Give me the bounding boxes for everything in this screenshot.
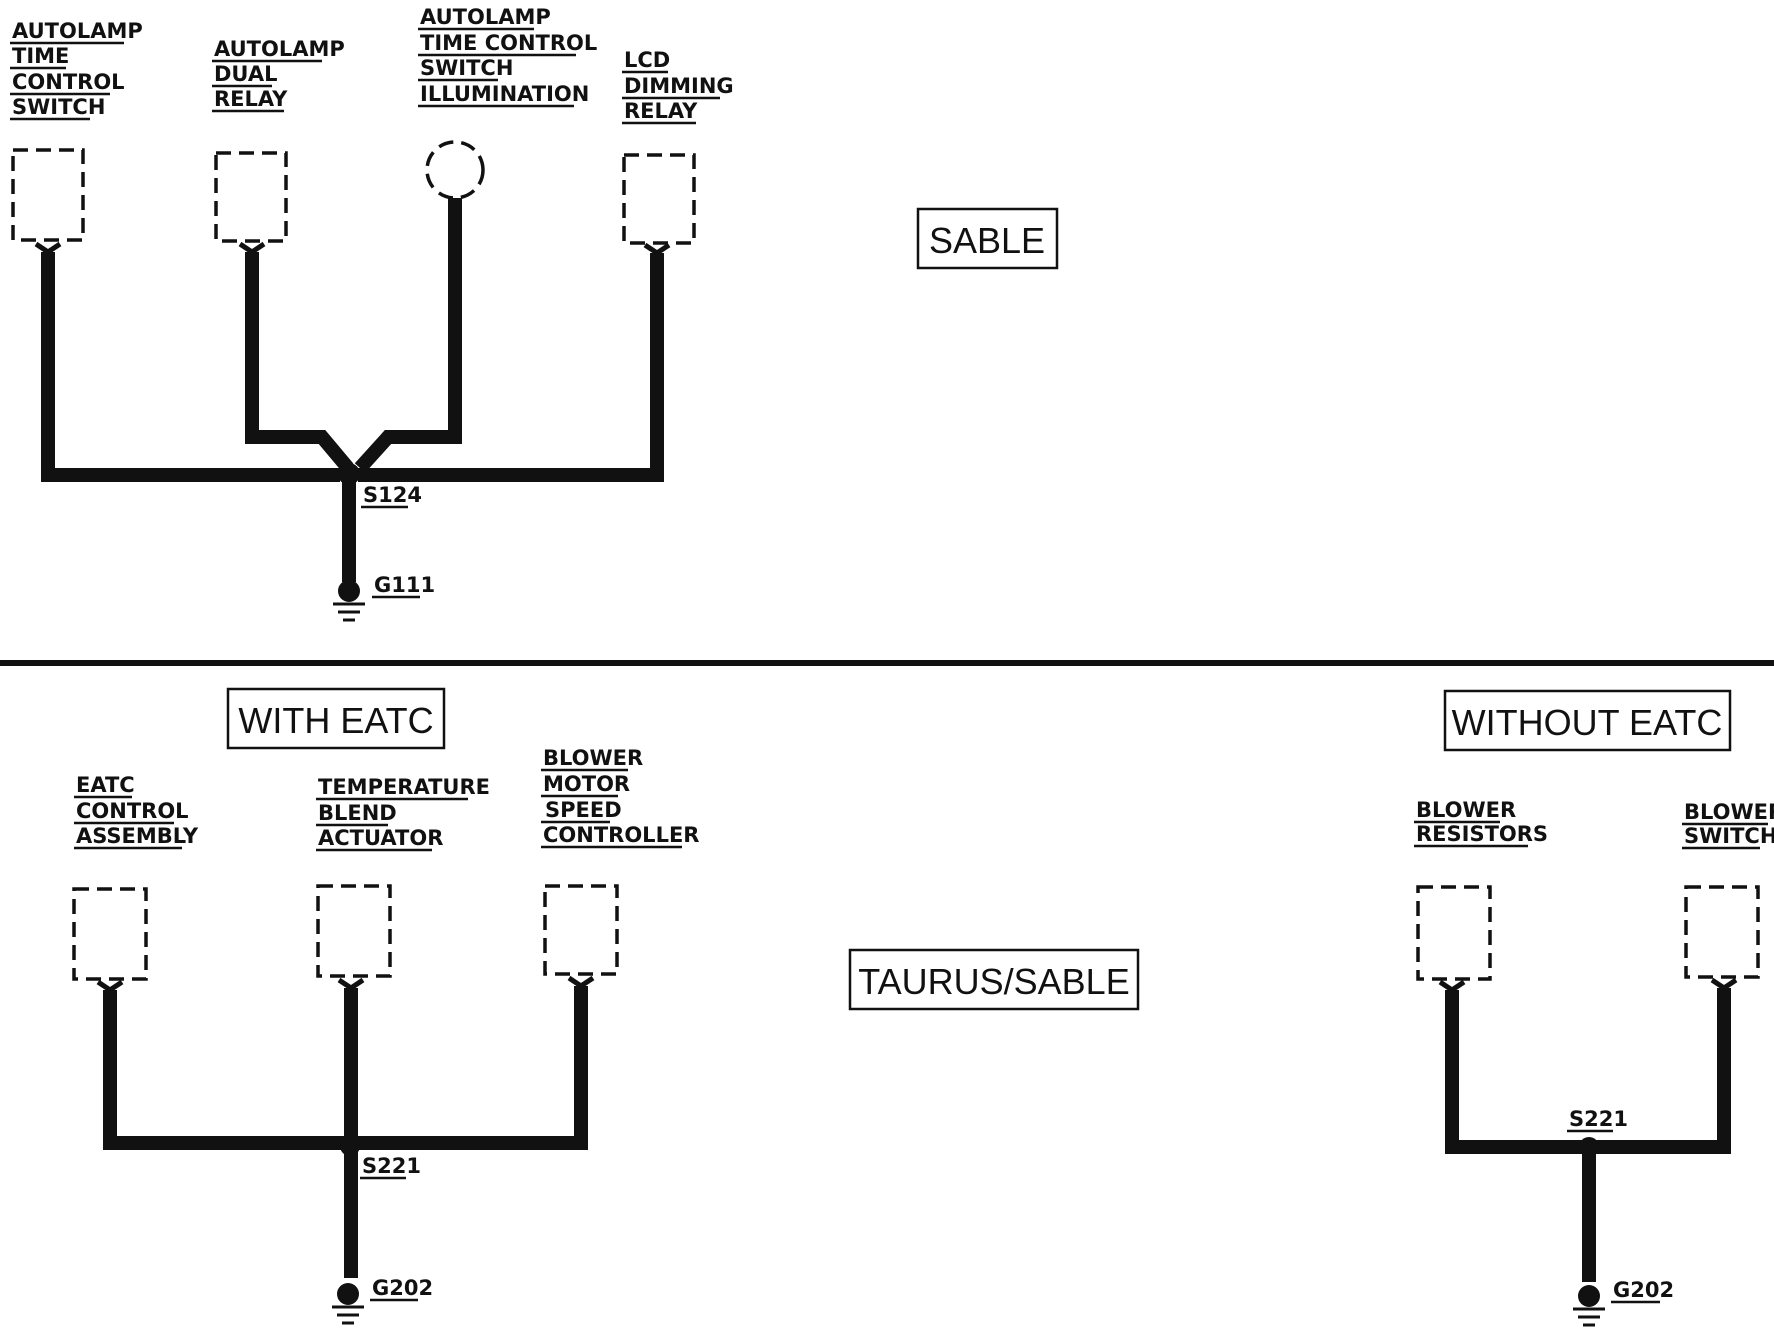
wires-without-eatc bbox=[1445, 988, 1731, 1282]
vehicle-label-box bbox=[848, 948, 1140, 1011]
splice-label: S221 bbox=[362, 1154, 421, 1178]
component-label-blower-motor-speed-controller: BLOWER MOTOR SPEED CONTROLLER bbox=[541, 746, 699, 849]
splice-dot bbox=[340, 1136, 360, 1156]
sable-section: AUTOLAMP TIME CONTROL SWITCH AUTOLAMP DU… bbox=[10, 5, 1059, 622]
section-title-box bbox=[226, 687, 446, 750]
label-line: CONTROL bbox=[12, 70, 125, 94]
component-label-autolamp-time-control-switch: AUTOLAMP TIME CONTROL SWITCH bbox=[10, 19, 143, 121]
label-line: EATC bbox=[76, 773, 135, 797]
splice-dot bbox=[338, 463, 360, 485]
label-line: AUTOLAMP bbox=[214, 37, 345, 61]
label-line: CONTROL bbox=[76, 799, 189, 823]
connector-box bbox=[622, 153, 696, 245]
component-label-temperature-blend-actuator: TEMPERATURE BLEND ACTUATOR bbox=[316, 775, 490, 852]
splice-label: S124 bbox=[363, 483, 422, 507]
label-line: SWITCH bbox=[420, 56, 513, 80]
label-line: AUTOLAMP bbox=[12, 19, 143, 43]
label-line: AUTOLAMP bbox=[420, 5, 551, 29]
label-line: BLOWER bbox=[1416, 798, 1516, 822]
section-title-box bbox=[1443, 689, 1732, 752]
component-label-autolamp-illumination: AUTOLAMP TIME CONTROL SWITCH ILLUMINATIO… bbox=[418, 5, 597, 108]
label-line: TEMPERATURE bbox=[318, 775, 490, 799]
label-line: ACTUATOR bbox=[318, 826, 443, 850]
terminal-yokes bbox=[1438, 977, 1738, 994]
section-title-box bbox=[916, 207, 1059, 270]
label-line: SWITCH bbox=[12, 95, 105, 119]
label-line: BLOWER bbox=[1684, 800, 1774, 824]
splice-label: S221 bbox=[1569, 1107, 1628, 1131]
connector-box bbox=[1416, 885, 1492, 981]
label-line: DIMMING bbox=[624, 74, 734, 98]
wires-with-eatc bbox=[103, 986, 588, 1278]
component-label-lcd-dimming-relay: LCD DIMMING RELAY bbox=[622, 48, 734, 125]
ground-symbol bbox=[332, 1283, 364, 1325]
terminal-yokes bbox=[34, 241, 671, 257]
label-line: ASSEMBLY bbox=[76, 824, 199, 848]
label-line: RESISTORS bbox=[1416, 822, 1548, 846]
without-eatc-section: WITHOUT EATC BLOWER RESISTORS BLOWER SWI… bbox=[1414, 689, 1774, 1327]
splice-dot bbox=[1579, 1137, 1599, 1157]
label-line: RELAY bbox=[624, 99, 698, 123]
wires-sable bbox=[41, 198, 664, 582]
component-label-eatc-control-assembly: EATC CONTROL ASSEMBLY bbox=[74, 773, 199, 850]
ground-label: G111 bbox=[374, 573, 435, 597]
label-line: LCD bbox=[624, 48, 670, 72]
section-title: SABLE bbox=[929, 220, 1045, 261]
ground-label: G202 bbox=[1613, 1278, 1674, 1302]
component-label-blower-resistors: BLOWER RESISTORS bbox=[1414, 798, 1548, 848]
connector-box bbox=[214, 151, 288, 243]
label-line: BLOWER bbox=[543, 746, 643, 770]
label-line: BLEND bbox=[318, 801, 397, 825]
connector-box bbox=[316, 884, 392, 978]
label-line: SWITCH bbox=[1684, 824, 1774, 848]
label-line: DUAL bbox=[214, 62, 277, 86]
ground-symbol bbox=[333, 580, 365, 622]
label-line: CONTROLLER bbox=[543, 823, 699, 847]
vehicle-label: TAURUS/SABLE bbox=[858, 961, 1129, 1002]
connector-box bbox=[72, 887, 148, 981]
with-eatc-section: WITH EATC EATC CONTROL ASSEMBLY TEMPERAT… bbox=[72, 687, 699, 1325]
label-line: TIME CONTROL bbox=[420, 31, 597, 55]
connector-box bbox=[1684, 885, 1760, 979]
label-line: RELAY bbox=[214, 87, 288, 111]
label-line: MOTOR bbox=[543, 772, 630, 796]
label-line: TIME bbox=[12, 44, 69, 68]
section-title: WITHOUT EATC bbox=[1452, 702, 1723, 743]
label-line: SPEED bbox=[545, 798, 622, 822]
connector-box bbox=[543, 884, 619, 976]
label-line: ILLUMINATION bbox=[420, 82, 589, 106]
section-title: WITH EATC bbox=[238, 700, 433, 741]
ground-label: G202 bbox=[372, 1276, 433, 1300]
component-label-blower-switch: BLOWER SWITCH bbox=[1682, 800, 1774, 850]
ground-symbol bbox=[1573, 1285, 1605, 1327]
connector-circle bbox=[425, 140, 485, 200]
component-label-autolamp-dual-relay: AUTOLAMP DUAL RELAY bbox=[212, 37, 345, 113]
connector-box bbox=[11, 148, 85, 242]
